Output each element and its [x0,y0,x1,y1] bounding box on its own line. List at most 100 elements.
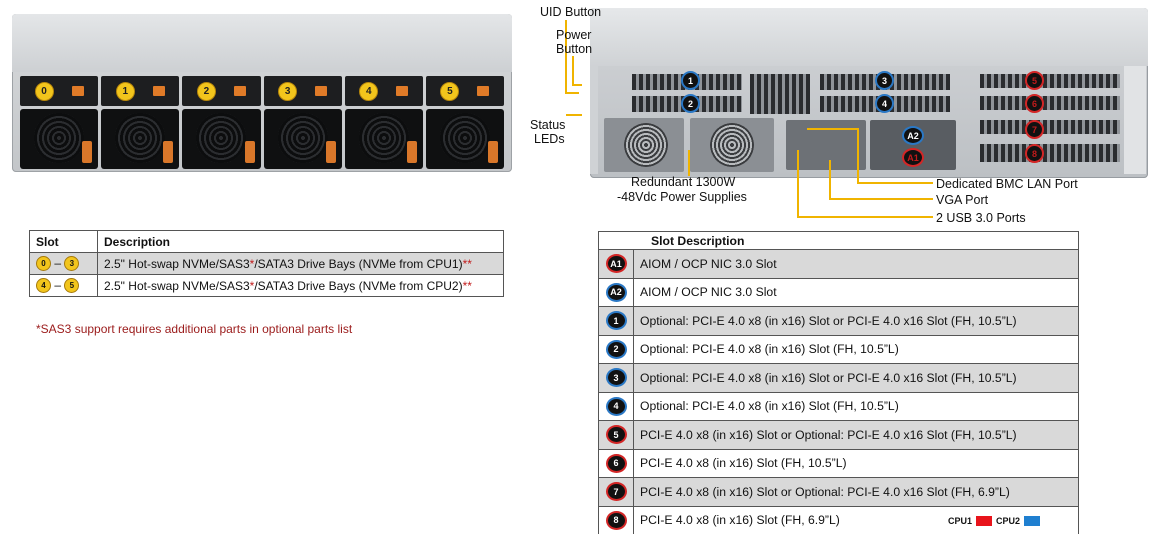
front-chassis-image: 0 1 2 3 4 5 [12,14,512,172]
callout-line [857,182,933,184]
slot-badge: 7 [605,482,627,502]
drive-bay: 0 [20,76,99,106]
desc-part: /SATA3 Drive Bays (NVMe from CPU2) [254,278,463,293]
fan-grill [277,113,328,163]
callout-line [688,150,690,176]
psu-label-line1: Redundant 1300W [631,175,736,189]
range-dash: – [54,255,62,270]
sas3-footnote: *SAS3 support requires additional parts … [36,322,353,336]
rear-slot-5-marker: 5 [1025,71,1044,90]
psu-fan [710,123,754,167]
rear-slot-2-marker: 2 [681,94,700,113]
bay-latch [152,86,165,96]
bay-latch [396,86,409,96]
slot-description-cell: PCI-E 4.0 x8 (in x16) Slot or Optional: … [633,420,1079,450]
fan-module [20,109,99,169]
slot-id-cell: 3 [598,363,634,393]
cpu2-legend-label: CPU2 [996,516,1021,526]
desc-part: /SATA3 Drive Bays (NVMe from CPU1) [254,256,463,271]
bay-number: 0 [34,81,54,101]
front-fan-row [20,109,505,169]
desc-part: 2.5" Hot-swap NVMe/SAS3 [104,278,250,293]
slot-badge: 4 [605,396,627,416]
slot-description-cell: Optional: PCI-E 4.0 x8 (in x16) Slot (FH… [633,334,1079,364]
slot-bracket [980,144,1120,162]
rear-slot-a1-marker: A1 [902,148,924,167]
slot-description-cell: PCI-E 4.0 x8 (in x16) Slot (FH, 6.9”L) [633,505,1079,534]
usb-ports-label: 2 USB 3.0 Ports [936,211,1026,225]
table-row: 6 PCI-E 4.0 x8 (in x16) Slot (FH, 10.5”L) [598,448,1079,478]
footnote-mark: ** [462,278,472,293]
slot-id-cell: A1 [598,249,634,279]
slot-id-cell: 6 [598,448,634,478]
slot-description-cell: PCI-E 4.0 x8 (in x16) Slot (FH, 10.5”L) [633,448,1079,478]
fan-module [425,109,505,169]
psu-fan [624,123,668,167]
slot-description-cell: PCI-E 4.0 x8 (in x16) Slot or Optional: … [633,477,1079,507]
cpu2-color-swatch [1024,516,1041,526]
slot-description-cell: Optional: PCI-E 4.0 x8 (in x16) Slot (FH… [633,391,1079,421]
bay-start-badge: 4 [36,278,51,294]
table-row: 7 PCI-E 4.0 x8 (in x16) Slot or Optional:… [598,477,1079,507]
range-dash: – [54,277,62,292]
power-button-label-line2: Button [556,42,593,56]
callout-line [572,84,582,86]
right-ear [1124,66,1146,174]
slot-id-cell: A2 [598,277,634,307]
drive-bay: 4 [344,76,423,106]
description-cell: 2.5" Hot-swap NVMe/SAS3*/SATA3 Drive Bay… [97,252,504,275]
bay-number: 5 [440,81,460,101]
cpu1-legend-label: CPU1 [948,516,973,526]
slot-id-cell: 5 [598,420,634,450]
slot-range-cell: 4 – 5 [29,274,98,297]
bay-number: 4 [359,81,379,101]
slot-badge: 6 [605,453,627,473]
fan-release-tab [488,141,499,163]
rear-slot-6-marker: 6 [1025,94,1044,113]
bay-latch [71,86,84,96]
callout-line [797,150,799,216]
header-text: Slot Description [651,233,745,248]
drive-bay-table: Slot Description 0 – 3 2.5" Hot-swap NVM… [29,230,504,297]
slot-badge: A1 [605,254,627,274]
slot-badge: 2 [605,339,627,359]
front-drive-bays: 0 1 2 3 4 5 [20,76,505,106]
drive-bay: 2 [182,76,261,106]
rear-slot-8-marker: 8 [1025,144,1044,163]
rear-slot-7-marker: 7 [1025,120,1044,139]
fan-release-tab [325,141,336,163]
bay-number: 3 [278,81,298,101]
table-row: 2 Optional: PCI-E 4.0 x8 (in x16) Slot (F… [598,334,1079,364]
slot-bracket [980,120,1120,134]
slot-description-cell: AIOM / OCP NIC 3.0 Slot [633,277,1079,307]
slot-range-cell: 0 – 3 [29,252,98,275]
vga-port-label: VGA Port [936,193,989,207]
footnote-mark: ** [462,256,472,271]
slot-badge: 5 [605,425,627,445]
bay-end-badge: 5 [64,278,80,294]
callout-line [565,20,567,92]
fan-grill [358,113,409,163]
slot-id-cell: 1 [598,306,634,336]
footnote-mark: * [249,256,255,271]
footnote-mark: * [249,278,255,293]
fan-grill [115,113,166,163]
cpu1-color-swatch [976,516,993,526]
rear-slot-3-marker: 3 [875,71,894,90]
bay-number: 2 [196,81,216,101]
uid-button-label: UID Button [540,5,602,19]
status-leds-label-line2: LEDs [534,132,565,146]
status-leds-label-line1: Status [530,118,566,132]
psu-label-line2: -48Vdc Power Supplies [617,190,747,204]
fan-grill [439,113,490,163]
power-button-label-line1: Power [556,28,592,42]
slot-description-cell: Optional: PCI-E 4.0 x8 (in x16) Slot or … [633,363,1079,393]
slot-id-cell: 8 [598,505,634,534]
slot-bracket [980,96,1120,110]
table-row: 4 Optional: PCI-E 4.0 x8 (in x16) Slot (F… [598,391,1079,421]
